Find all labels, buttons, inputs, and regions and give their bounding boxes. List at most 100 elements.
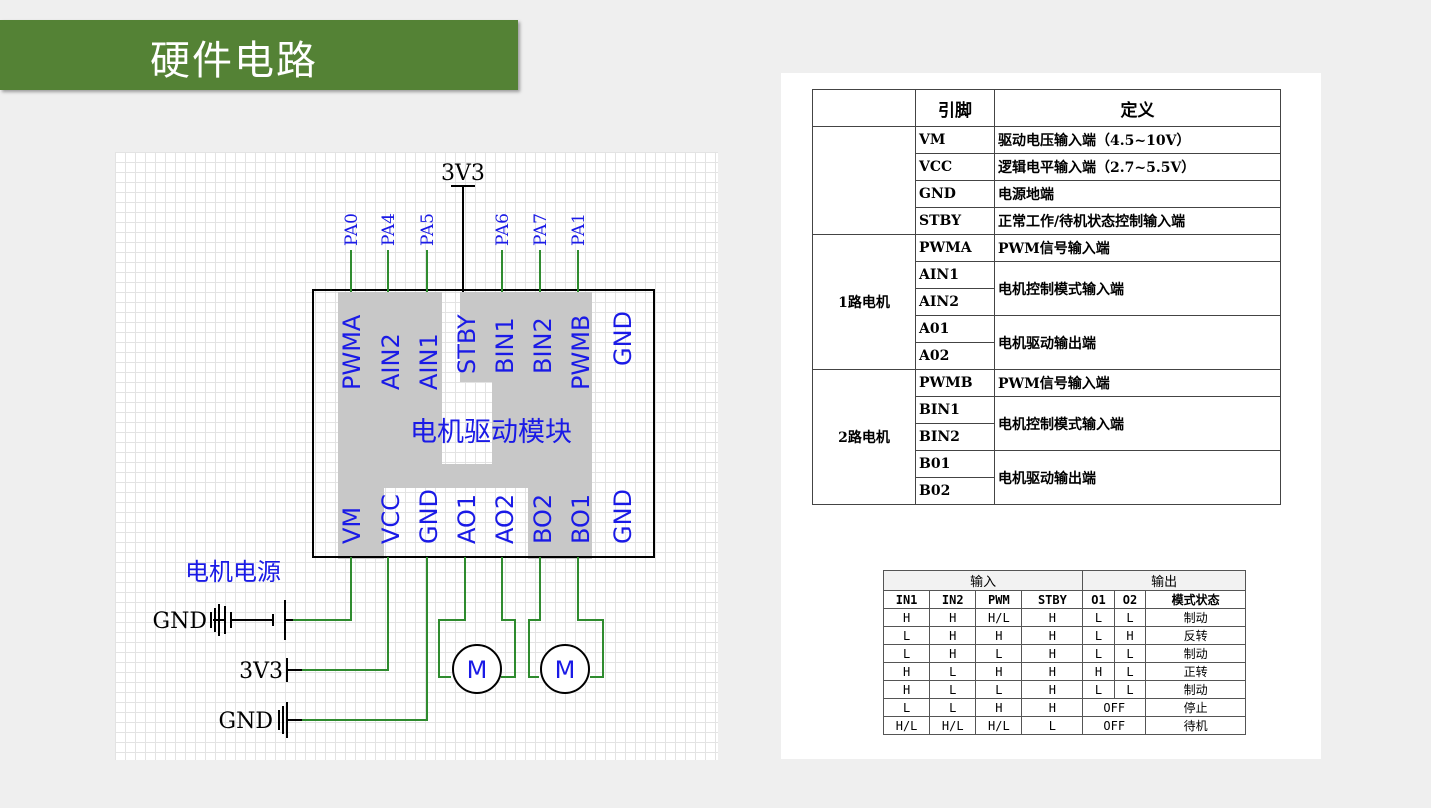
truth-cell: L bbox=[1082, 608, 1115, 627]
truth-cell: H bbox=[882, 680, 931, 699]
left-label-gnd-1: GND bbox=[153, 609, 207, 634]
truth-cell: L bbox=[975, 644, 1023, 663]
truth-cell: H bbox=[975, 662, 1023, 681]
pin-cell: STBY bbox=[915, 207, 995, 235]
left-label-3v3: 3V3 bbox=[239, 659, 283, 684]
truth-cell: H/L bbox=[975, 716, 1023, 735]
truth-cell: H bbox=[1021, 662, 1084, 681]
table-row: H L H H H L 正转 bbox=[882, 662, 1246, 681]
table-row: L L H H OFF 停止 bbox=[882, 698, 1246, 717]
def-cell: 电机控制模式输入端 bbox=[994, 396, 1281, 451]
pin-cell: B02 bbox=[915, 477, 995, 505]
def-cell: 电源地端 bbox=[994, 180, 1281, 208]
truth-cell: L bbox=[1113, 644, 1147, 663]
pin-cell: VCC bbox=[915, 153, 995, 181]
top-pin-wires bbox=[350, 250, 579, 292]
table-row: B02 bbox=[813, 477, 1281, 505]
truth-cell: H/L bbox=[929, 716, 977, 735]
table-row: VM 驱动电压输入端（4.5~10V） bbox=[812, 126, 1281, 235]
truth-header-stby: STBY bbox=[1021, 590, 1084, 609]
pin-definition-table: 引脚 定义 VM 驱动电压输入端（4.5~10V） VCC 逻辑电平输入端（2.… bbox=[812, 89, 1281, 505]
pin-table-header-pin: 引脚 bbox=[915, 89, 995, 127]
truth-cell: H bbox=[1021, 680, 1084, 699]
truth-cell: H bbox=[929, 608, 977, 627]
module-pin-gnd-right: GND bbox=[609, 489, 637, 544]
truth-cell: H bbox=[1082, 662, 1115, 681]
module-pin-bo1: BO1 bbox=[567, 494, 595, 544]
table-row: A01 电机驱动输出端 bbox=[813, 315, 1281, 370]
pin-label-pa5: PA5 bbox=[418, 213, 438, 246]
def-cell: 驱动电压输入端（4.5~10V） bbox=[994, 126, 1281, 154]
truth-cell: 反转 bbox=[1145, 626, 1246, 645]
motor-b-label: M bbox=[555, 656, 576, 684]
truth-cell: L bbox=[882, 626, 931, 645]
def-cell: 正常工作/待机状态控制输入端 bbox=[994, 207, 1281, 235]
page-title: 硬件电路 bbox=[150, 38, 318, 84]
gnd-symbol-2 bbox=[278, 702, 302, 738]
truth-cell: 制动 bbox=[1145, 644, 1246, 663]
truth-header-in1: IN1 bbox=[882, 590, 931, 609]
table-row: B01 电机驱动输出端 bbox=[813, 450, 1281, 505]
truth-group-input: 输入 bbox=[882, 570, 1084, 591]
gnd-symbol-1 bbox=[210, 604, 220, 636]
pin-cell: BIN2 bbox=[915, 423, 995, 451]
truth-header-mode: 模式状态 bbox=[1145, 590, 1246, 609]
truth-cell: H bbox=[882, 608, 931, 627]
truth-cell: 待机 bbox=[1145, 716, 1246, 735]
pin-table-corner bbox=[812, 89, 916, 127]
truth-group-header-row: 输入 输出 bbox=[882, 570, 1246, 591]
truth-cell: H bbox=[882, 662, 931, 681]
pin-group-cell: 1路电机 bbox=[812, 234, 916, 370]
pin-table-header-row: 引脚 定义 bbox=[812, 89, 1281, 127]
truth-cell: H/L bbox=[975, 608, 1023, 627]
table-row: H L L H L L 制动 bbox=[882, 680, 1246, 699]
module-pin-ao2: AO2 bbox=[491, 494, 519, 544]
truth-header-o1: O1 bbox=[1082, 590, 1115, 609]
module-pin-gnd-top: GND bbox=[609, 311, 637, 366]
table-row: 1路电机 PWMA PWM信号输入端 bbox=[812, 234, 1281, 370]
table-row: AIN1 电机控制模式输入端 bbox=[813, 261, 1281, 316]
pin-cell: GND bbox=[915, 180, 995, 208]
motor-battery-symbol bbox=[213, 600, 293, 640]
truth-cell: 制动 bbox=[1145, 680, 1246, 699]
truth-cell: L bbox=[1021, 716, 1084, 735]
supply-3v3-symbol bbox=[286, 658, 302, 682]
motor-a-label: M bbox=[467, 656, 488, 684]
schematic-svg: 3V3 PA0 PA4 PA5 PA6 PA7 PA1 PWMA AIN2 AI… bbox=[153, 161, 655, 738]
def-cell: 电机控制模式输入端 bbox=[994, 261, 1281, 316]
truth-cell: H/L bbox=[882, 716, 931, 735]
reference-tables-panel: 引脚 定义 VM 驱动电压输入端（4.5~10V） VCC 逻辑电平输入端（2.… bbox=[781, 73, 1321, 759]
pin-label-pa6: PA6 bbox=[493, 213, 513, 246]
truth-cell: 制动 bbox=[1145, 608, 1246, 627]
pin-table-header-def: 定义 bbox=[994, 89, 1281, 127]
truth-cell: H bbox=[1021, 608, 1084, 627]
module-pin-bo2: BO2 bbox=[529, 494, 557, 544]
module-pin-ain1: AIN1 bbox=[415, 333, 443, 390]
pin-cell: AIN1 bbox=[915, 261, 995, 289]
truth-cell: L bbox=[1082, 644, 1115, 663]
module-pin-vcc: VCC bbox=[377, 494, 405, 544]
module-pin-pwmb: PWMB bbox=[567, 315, 595, 390]
pin-label-pa7: PA7 bbox=[531, 213, 551, 246]
truth-cell: L bbox=[1082, 680, 1115, 699]
truth-cell: L bbox=[1082, 626, 1115, 645]
pin-cell: PWMA bbox=[915, 234, 995, 262]
table-row: 2路电机 PWMB PWM信号输入端 bbox=[812, 369, 1281, 505]
pin-cell: A02 bbox=[915, 342, 995, 370]
pin-group-cell: 2路电机 bbox=[812, 369, 916, 505]
truth-cell: H bbox=[975, 698, 1023, 717]
pin-cell: PWMB bbox=[915, 369, 995, 397]
truth-header-row: IN1 IN2 PWM STBY O1 O2 模式状态 bbox=[882, 590, 1246, 609]
def-cell: 逻辑电平输入端（2.7~5.5V） bbox=[994, 153, 1281, 181]
module-pin-stby: STBY bbox=[453, 314, 481, 374]
truth-cell: L bbox=[975, 680, 1023, 699]
truth-cell: L bbox=[929, 662, 977, 681]
truth-table: 输入 输出 IN1 IN2 PWM STBY O1 O2 模式状态 H H H/… bbox=[882, 570, 1246, 735]
truth-cell: H bbox=[1021, 644, 1084, 663]
table-row: A02 bbox=[813, 342, 1281, 370]
module-pin-bin1: BIN1 bbox=[491, 317, 519, 374]
truth-group-output: 输出 bbox=[1082, 570, 1246, 591]
title-bar: 硬件电路 bbox=[0, 20, 518, 90]
motor-power-label: 电机电源 bbox=[185, 558, 281, 586]
pin-highlight-regions bbox=[338, 292, 592, 559]
